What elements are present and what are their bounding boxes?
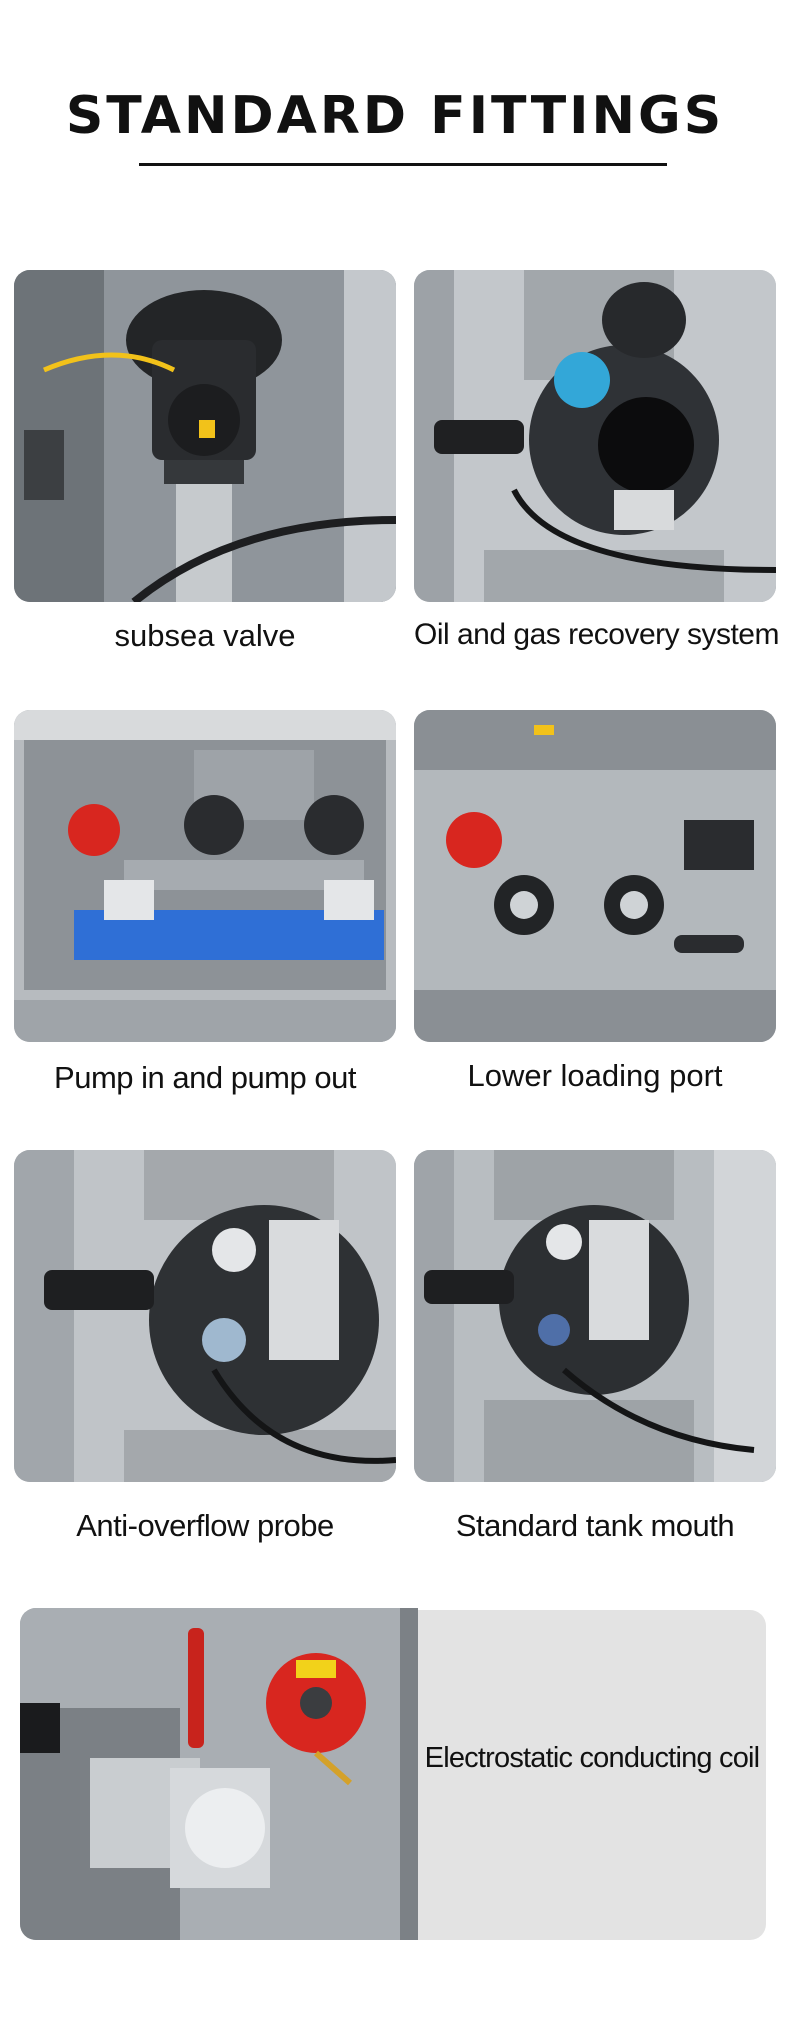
photo-electrostatic-coil (20, 1608, 418, 1940)
caption-subsea-valve: subsea valve (114, 618, 296, 653)
photo-subsea-valve (14, 270, 396, 602)
caption-pump-in-out: Pump in and pump out (54, 1060, 356, 1095)
caption-standard-tank-mouth: Standard tank mouth (455, 1508, 735, 1543)
caption-anti-overflow-probe: Anti-overflow probe (76, 1508, 334, 1543)
caption-lower-loading-port: Lower loading port (467, 1058, 723, 1093)
photo-oil-gas-recovery (414, 270, 776, 602)
coil-caption-panel (418, 1610, 766, 1940)
photo-anti-overflow-probe (14, 1150, 396, 1482)
title-underline (139, 163, 667, 166)
photo-lower-loading-port (414, 710, 776, 1042)
photo-standard-tank-mouth (414, 1150, 776, 1482)
page-title: STANDARD FITTINGS (65, 86, 725, 146)
caption-electrostatic-coil: Electrostatic conducting coil (424, 1742, 760, 1774)
caption-oil-gas-recovery: Oil and gas recovery system (414, 618, 779, 651)
photo-pump-in-out (14, 710, 396, 1042)
